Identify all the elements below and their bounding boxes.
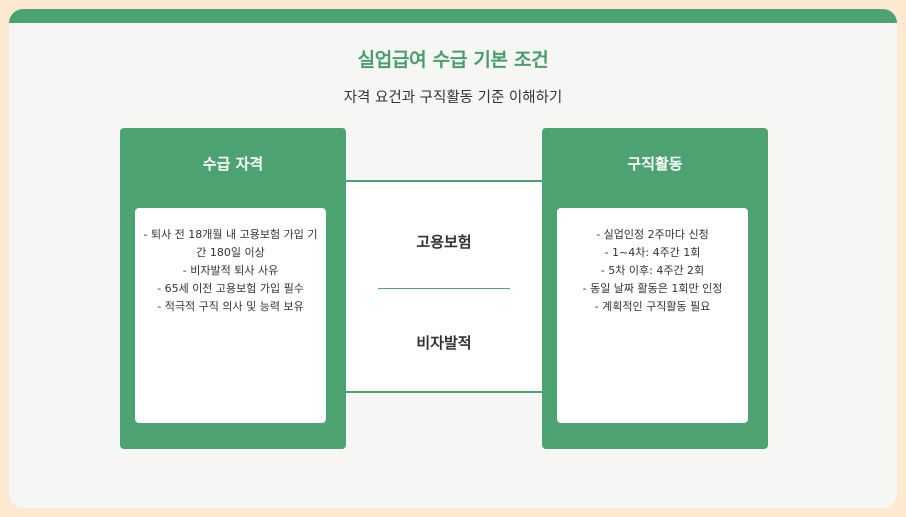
job-search-item: - 5차 이후: 4주간 2회	[600, 264, 705, 277]
job-search-box: 구직활동 - 실업인정 2주마다 신청 - 1~4차: 4주간 1회 - 5차 …	[542, 128, 768, 449]
connector-divider	[378, 288, 510, 289]
eligibility-heading: 수급 자격	[202, 155, 264, 173]
eligibility-box: 수급 자격 - 퇴사 전 18개월 내 고용보험 가입 기간 180일 이상 -…	[120, 128, 346, 449]
job-search-item: - 동일 날짜 활동은 1회만 인정	[582, 282, 723, 295]
eligibility-list: - 퇴사 전 18개월 내 고용보험 가입 기간 180일 이상 - 비자발적 …	[143, 226, 318, 316]
eligibility-item: - 65세 이전 고용보험 가입 필수	[157, 282, 304, 295]
connector-panel: 고용보험 비자발적	[346, 180, 542, 393]
eligibility-item: - 퇴사 전 18개월 내 고용보험 가입 기간 180일 이상	[143, 228, 318, 259]
employment-insurance-label: 고용보험	[416, 233, 472, 251]
eligibility-body: - 퇴사 전 18개월 내 고용보험 가입 기간 180일 이상 - 비자발적 …	[135, 208, 326, 423]
job-search-item: - 실업인정 2주마다 신청	[596, 228, 709, 241]
eligibility-item: - 적극적 구직 의사 및 능력 보유	[157, 300, 304, 313]
eligibility-item: - 비자발적 퇴사 사유	[182, 264, 279, 277]
job-search-heading: 구직활동	[627, 155, 683, 173]
page-subtitle: 자격 요건과 구직활동 기준 이해하기	[343, 90, 563, 106]
job-search-list: - 실업인정 2주마다 신청 - 1~4차: 4주간 1회 - 5차 이후: 4…	[565, 226, 740, 316]
page-title: 실업급여 수급 기본 조건	[357, 49, 549, 71]
job-search-item: - 계획적인 구직활동 필요	[594, 300, 711, 313]
job-search-item: - 1~4차: 4주간 1회	[604, 246, 701, 259]
job-search-body: - 실업인정 2주마다 신청 - 1~4차: 4주간 1회 - 5차 이후: 4…	[557, 208, 748, 423]
top-accent-bar	[9, 9, 897, 23]
involuntary-label: 비자발적	[416, 334, 472, 352]
